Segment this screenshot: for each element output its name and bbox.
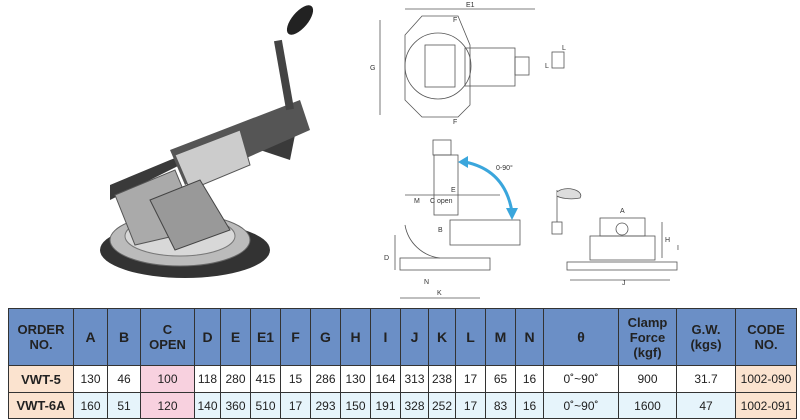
column-header: E: [220, 308, 251, 366]
table-cell: 286: [310, 365, 341, 393]
column-header: B: [107, 308, 141, 366]
column-header: J: [400, 308, 429, 366]
svg-text:I: I: [677, 245, 679, 252]
product-illustration: E1 F F G L L 0-90° E M C open B D N K A …: [100, 2, 679, 299]
svg-text:F: F: [453, 119, 457, 126]
table-cell: 510: [250, 392, 281, 419]
table-cell: 16: [515, 365, 544, 393]
table-cell: 17: [455, 392, 486, 419]
column-header: N: [515, 308, 544, 366]
svg-text:M: M: [414, 198, 420, 205]
table-cell: 130: [73, 365, 108, 393]
table-cell: 280: [220, 365, 251, 393]
table-cell: 160: [73, 392, 108, 419]
table-cell: 17: [280, 392, 311, 419]
table-cell: 65: [485, 365, 516, 393]
svg-text:L: L: [562, 45, 566, 52]
svg-text:E: E: [451, 187, 456, 194]
table-cell: 1600: [618, 392, 677, 419]
svg-text:L: L: [545, 63, 549, 70]
front-view-drawing: [566, 217, 678, 281]
svg-text:H: H: [665, 237, 670, 244]
table-cell: 293: [310, 392, 341, 419]
side-view-drawing: [394, 139, 582, 299]
column-header: L: [455, 308, 486, 366]
column-header: E1: [250, 308, 281, 366]
table-cell: 252: [428, 392, 456, 419]
table-cell: 313: [400, 365, 429, 393]
table-cell: 328: [400, 392, 429, 419]
vise-photo: [100, 5, 314, 278]
top-view-drawing: [379, 8, 565, 118]
column-header: M: [485, 308, 516, 366]
svg-text:F: F: [453, 17, 457, 24]
column-header: θ: [543, 308, 619, 366]
column-header: A: [73, 308, 108, 366]
column-header: K: [428, 308, 456, 366]
column-header: G.W.(kgs): [676, 308, 736, 366]
svg-text:0-90°: 0-90°: [496, 164, 513, 172]
table-cell: VWT-6A: [8, 392, 74, 419]
table-cell: 47: [676, 392, 736, 419]
column-header: H: [340, 308, 371, 366]
table-cell: 51: [107, 392, 141, 419]
table-cell: 238: [428, 365, 456, 393]
column-header: F: [280, 308, 311, 366]
table-cell: 130: [340, 365, 371, 393]
column-header: G: [310, 308, 341, 366]
table-cell: 15: [280, 365, 311, 393]
svg-text:J: J: [622, 280, 626, 287]
table-cell: 100: [140, 365, 195, 393]
svg-text:A: A: [620, 208, 625, 215]
svg-text:D: D: [384, 255, 389, 262]
table-cell: 31.7: [676, 365, 736, 393]
table-cell: 0˚~90˚: [543, 365, 619, 393]
table-cell: 360: [220, 392, 251, 419]
table-cell: 16: [515, 392, 544, 419]
table-cell: 150: [340, 392, 371, 419]
table-cell: 120: [140, 392, 195, 419]
table-cell: 83: [485, 392, 516, 419]
table-cell: 164: [370, 365, 401, 393]
table-cell: 0˚~90˚: [543, 392, 619, 419]
table-cell: 118: [194, 365, 221, 393]
svg-text:K: K: [437, 290, 442, 297]
svg-text:G: G: [370, 65, 375, 72]
table-cell: 46: [107, 365, 141, 393]
svg-text:C open: C open: [430, 198, 453, 205]
table-cell: 1002-090: [735, 365, 797, 393]
table-cell: 17: [455, 365, 486, 393]
table-cell: 900: [618, 365, 677, 393]
column-header: I: [370, 308, 401, 366]
rotation-arrow-icon: [464, 160, 514, 213]
table-cell: 140: [194, 392, 221, 419]
svg-text:B: B: [438, 227, 443, 234]
svg-text:N: N: [424, 279, 429, 286]
table-cell: 1002-091: [735, 392, 797, 419]
svg-text:E1: E1: [466, 2, 475, 9]
table-cell: VWT-5: [8, 365, 74, 393]
column-header: D: [194, 308, 221, 366]
table-cell: 191: [370, 392, 401, 419]
table-cell: 415: [250, 365, 281, 393]
dimension-labels: E1 F F G L L 0-90° E M C open B D N K A …: [370, 2, 679, 297]
